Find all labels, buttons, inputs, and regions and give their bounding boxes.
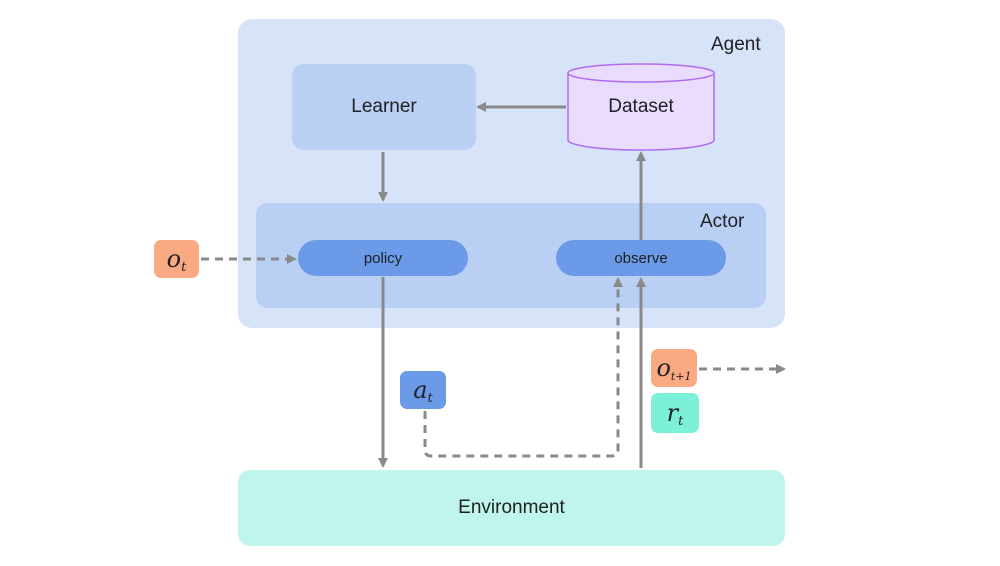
next-observation-subscript: t+1 <box>670 369 692 383</box>
dataset-label: Dataset <box>608 96 674 117</box>
environment-label: Environment <box>458 497 565 518</box>
actor-label: Actor <box>700 211 745 232</box>
action-subscript: t <box>427 390 433 406</box>
learner-label: Learner <box>351 96 417 117</box>
observe-pill: observe <box>556 240 726 276</box>
observe-label: observe <box>614 249 668 267</box>
action-symbol: a <box>413 376 428 404</box>
reward-subscript: t <box>678 413 684 429</box>
dataset-cylinder <box>567 63 715 151</box>
observation-subscript: t <box>181 259 187 275</box>
learner-box: Learner <box>292 64 476 150</box>
environment-box: Environment <box>238 470 785 546</box>
next-observation-symbol: o <box>656 354 671 382</box>
agent-label: Agent <box>711 34 761 55</box>
policy-label: policy <box>363 249 403 267</box>
reward-symbol: r <box>666 399 679 427</box>
policy-pill: policy <box>298 240 468 276</box>
arrow-action-to-observe <box>423 277 623 458</box>
observation-symbol: o <box>166 245 182 273</box>
